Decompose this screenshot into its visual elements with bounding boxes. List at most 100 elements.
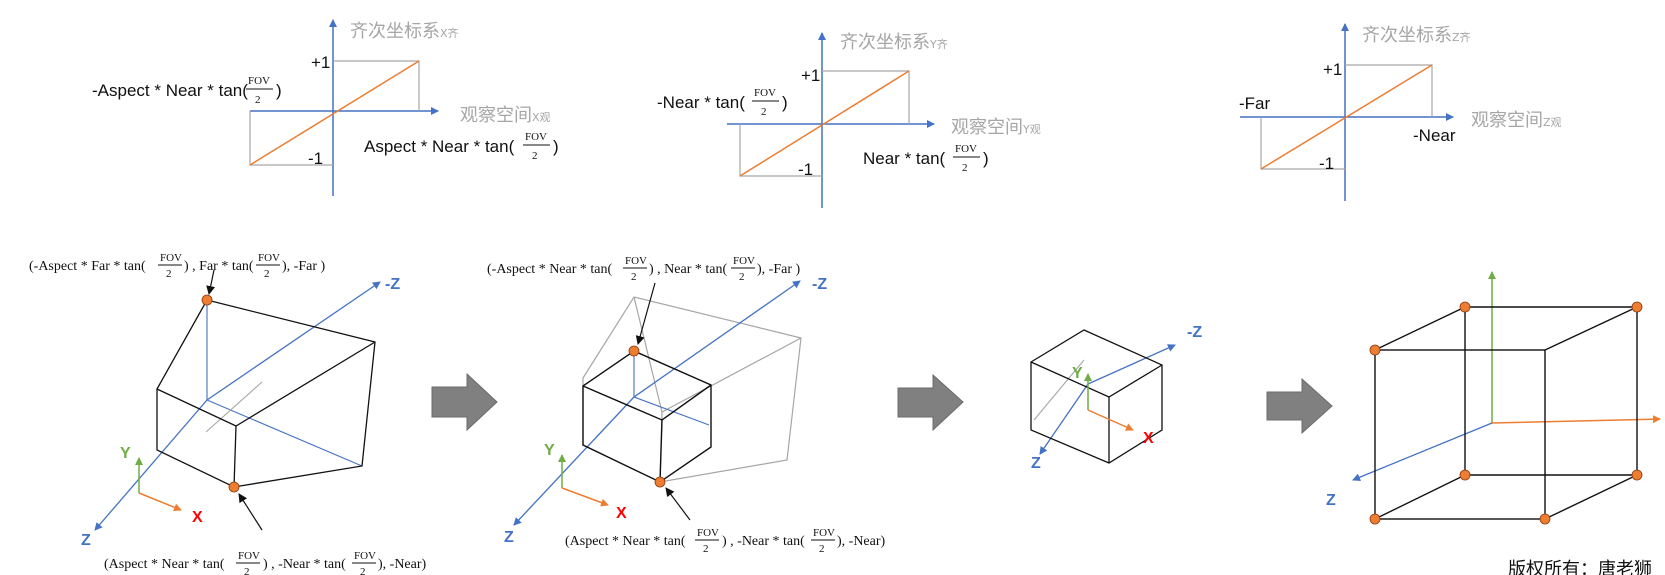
svg-text:2: 2 <box>244 566 250 575</box>
neg-z-axis <box>633 280 801 398</box>
transition-arrow-2 <box>897 373 964 432</box>
svg-text:): ) <box>983 149 989 168</box>
svg-text:2: 2 <box>962 162 968 174</box>
corner-vertex <box>1631 301 1643 313</box>
neg-z-label: -Z <box>385 276 400 293</box>
plus-one-label: +1 <box>801 66 820 85</box>
top-callout-arrow <box>635 282 656 345</box>
svg-text:) , Far * tan(: ) , Far * tan( <box>184 259 254 274</box>
z-label: Z <box>81 532 91 549</box>
svg-text:FOV: FOV <box>258 252 280 264</box>
graph-y-mapping: 齐次坐标系Y齐 观察空间Y观 +1 -1 -Near * tan( FOV 2 … <box>657 32 1041 208</box>
svg-text:FOV: FOV <box>238 550 260 562</box>
corner-vertex <box>1369 513 1381 525</box>
svg-text:) , -Near * tan(: ) , -Near * tan( <box>263 557 346 572</box>
svg-text:), -Far ): ), -Far ) <box>282 259 325 274</box>
corner-vertex <box>1459 301 1471 313</box>
x-axis-far <box>633 396 710 426</box>
stage1-bottom-label: (Aspect * Near * tan( FOV 2 ) , -Near * … <box>104 550 427 575</box>
bottom-callout-arrow <box>238 493 263 531</box>
x-axis-local <box>1087 409 1134 431</box>
corner-vertex <box>1539 513 1551 525</box>
y-axis-label: Y <box>544 442 555 459</box>
far-top-left-vertex <box>201 294 213 306</box>
box-edges <box>582 350 712 483</box>
plus-one-label: +1 <box>1323 60 1342 79</box>
x-axis-local <box>561 487 609 507</box>
svg-text:2: 2 <box>264 268 270 280</box>
svg-text:), -Near): ), -Near) <box>837 534 886 549</box>
svg-text:FOV: FOV <box>248 75 270 87</box>
right-bound-label: -Near <box>1413 126 1456 145</box>
x-axis-label: X <box>1143 430 1154 447</box>
right-bound-label: Near * tan( <box>863 149 946 168</box>
y-axis-label: Y <box>1072 365 1083 382</box>
bottom-callout-arrow <box>665 487 691 521</box>
stage-large-cube: Z <box>1326 271 1661 525</box>
left-bound-label: -Far <box>1239 94 1271 113</box>
inner-edge <box>1033 359 1085 421</box>
z-label: Z <box>504 529 514 546</box>
svg-text:FOV: FOV <box>525 131 547 143</box>
y-axis-title: 齐次坐标系Z齐 <box>1362 25 1471 46</box>
stage-small-cube: Y X -Z Z <box>1030 324 1202 472</box>
svg-text:FOV: FOV <box>697 527 719 539</box>
z-axis <box>94 399 208 531</box>
corner-vertex <box>1369 344 1381 356</box>
frustum-edges <box>156 299 376 488</box>
left-bound-label: -Near * tan( <box>657 93 745 112</box>
svg-text:), -Far ): ), -Far ) <box>757 262 800 277</box>
left-bound-fraction: FOV 2 ) <box>246 75 282 106</box>
left-bound-fraction: FOV 2 ) <box>752 87 788 118</box>
svg-text:) , -Near * tan(: ) , -Near * tan( <box>722 534 805 549</box>
near-bottom-right-vertex <box>654 476 666 488</box>
svg-text:(-Aspect * Far * tan(: (-Aspect * Far * tan( <box>29 259 146 274</box>
x-axis <box>1491 415 1661 424</box>
svg-text:(Aspect * Near * tan(: (Aspect * Near * tan( <box>565 534 686 549</box>
minus-one-label: -1 <box>308 149 323 168</box>
stage-frustum: Y X -Z Z (-Aspect * Far * tan( FOV 2 ) ,… <box>29 252 427 575</box>
x-axis-title: 观察空间Y观 <box>951 117 1041 138</box>
y-axis-title: 齐次坐标系Y齐 <box>840 32 948 53</box>
transition-arrow-3 <box>1266 377 1333 435</box>
svg-text:): ) <box>553 137 559 156</box>
svg-text:2: 2 <box>255 94 261 106</box>
top-callout-arrow <box>206 269 216 295</box>
z-label: Z <box>1031 455 1041 472</box>
corner-vertex <box>1631 469 1643 481</box>
svg-text:FOV: FOV <box>754 87 776 99</box>
left-bound-label: -Aspect * Near * tan( <box>92 81 248 100</box>
graph-x-mapping: 齐次坐标系X齐 观察空间X观 +1 -1 -Aspect * Near * ta… <box>92 19 559 196</box>
svg-text:(-Aspect * Near * tan(: (-Aspect * Near * tan( <box>487 262 613 277</box>
neg-z-axis <box>1087 344 1176 385</box>
copyright-text: 版权所有：唐老狮 <box>1508 559 1652 575</box>
svg-text:FOV: FOV <box>625 255 647 267</box>
svg-text:FOV: FOV <box>955 143 977 155</box>
x-axis-label: X <box>192 509 203 526</box>
mapping-line <box>1260 64 1433 170</box>
cube-edges <box>1030 329 1163 464</box>
graph-z-mapping: 齐次坐标系Z齐 观察空间Z观 +1 -1 -Far -Near <box>1239 23 1562 201</box>
stage2-bottom-label: (Aspect * Near * tan( FOV 2 ) , -Near * … <box>565 527 886 555</box>
svg-text:): ) <box>276 81 282 100</box>
inner-edge <box>205 381 263 433</box>
x-axis-title: 观察空间Z观 <box>1471 110 1562 131</box>
near-top-left-vertex <box>628 345 640 357</box>
svg-text:2: 2 <box>761 106 767 118</box>
cube-edges <box>1374 306 1638 520</box>
x-axis-far <box>206 399 363 467</box>
svg-text:FOV: FOV <box>160 252 182 264</box>
stage-clip-box: Y X -Z Z (-Aspect * Near * tan( FOV 2 ) … <box>487 255 886 555</box>
z-label: Z <box>1326 492 1336 509</box>
z-axis <box>1352 422 1493 482</box>
svg-text:FOV: FOV <box>733 255 755 267</box>
near-bottom-right-vertex <box>228 481 240 493</box>
x-axis-title: 观察空间X观 <box>460 105 551 126</box>
svg-text:), -Near): ), -Near) <box>378 557 427 572</box>
right-bound-fraction: FOV 2 ) <box>523 131 559 162</box>
svg-text:) , Near * tan(: ) , Near * tan( <box>649 262 727 277</box>
stage1-top-label: (-Aspect * Far * tan( FOV 2 ) , Far * ta… <box>29 252 325 280</box>
svg-text:(Aspect * Near * tan(: (Aspect * Near * tan( <box>104 557 225 572</box>
svg-text:2: 2 <box>703 543 709 555</box>
